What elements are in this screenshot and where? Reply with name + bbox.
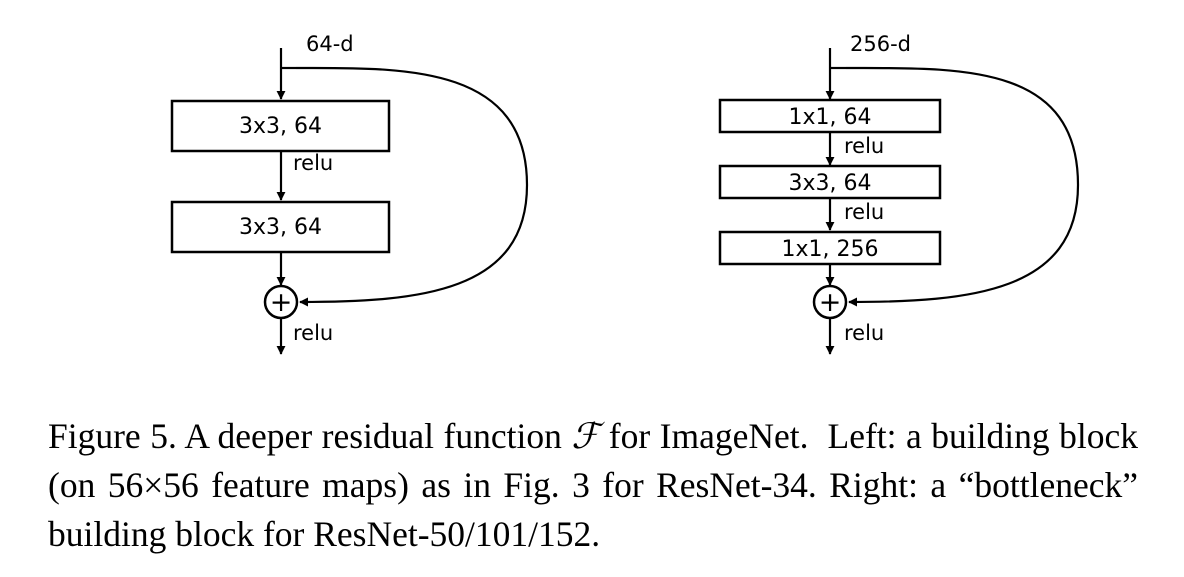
left-layer-1-box: [170, 99, 391, 153]
caption-suffix: for ImageNet. Left: a building block (on…: [48, 416, 1147, 554]
caption-prefix: Figure 5. A deeper residual function: [48, 416, 572, 456]
right-layer-2-box: [718, 164, 942, 200]
right-layer-3-label: 1x1, 256: [782, 237, 879, 262]
left-add-symbol: +: [270, 287, 293, 318]
right-identity-shortcut: [845, 66, 1080, 307]
caption-function-symbol: ℱ: [571, 416, 600, 457]
right-layer-1-box: [718, 98, 942, 134]
left-layer-2-label: 3x3, 64: [239, 215, 322, 240]
right-relu-1-label: relu: [844, 134, 884, 158]
left-layer-1-label: 3x3, 64: [239, 114, 322, 139]
left-layer-2-box: [170, 200, 391, 254]
right-layer-2-label: 3x3, 64: [789, 171, 872, 196]
right-bottleneck-block: 256-d 1x1, 64 relu 3x3, 64 relu 1x1, 256…: [718, 32, 1080, 355]
left-building-block: 64-d 3x3, 64 relu 3x3, 64 + relu: [170, 32, 529, 355]
figure-caption: Figure 5. A deeper residual function ℱ f…: [48, 412, 1138, 559]
right-layer-3-box: [718, 230, 942, 266]
right-input-dim-label: 256-d: [850, 32, 911, 56]
residual-block-figure: 64-d 3x3, 64 relu 3x3, 64 + relu 256-d 1…: [170, 32, 1080, 355]
left-input-dim-label: 64-d: [306, 32, 354, 56]
left-relu-1-label: relu: [293, 151, 333, 175]
left-relu-out-label: relu: [293, 321, 333, 345]
right-layer-1-label: 1x1, 64: [789, 105, 872, 130]
right-add-symbol: +: [819, 287, 842, 318]
right-relu-out-label: relu: [844, 321, 884, 345]
right-relu-2-label: relu: [844, 200, 884, 224]
left-identity-shortcut: [295, 66, 529, 307]
